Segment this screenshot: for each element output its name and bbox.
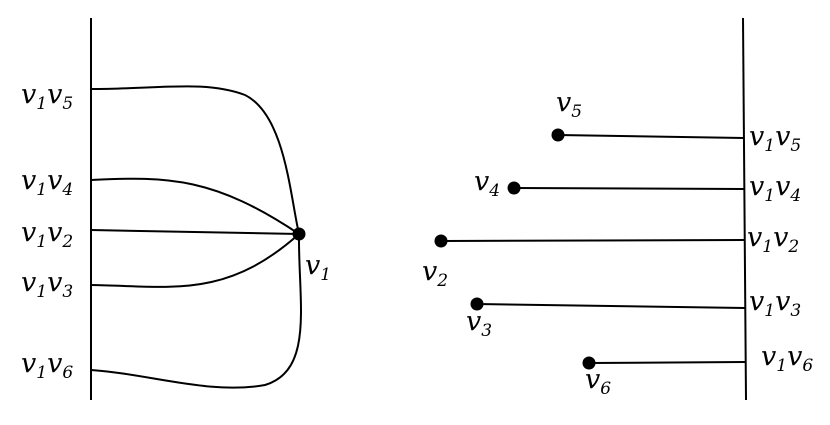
edge-v1v5-curve bbox=[90, 85, 300, 235]
edge-v1v3-curve bbox=[90, 233, 300, 288]
vertex-v2-label: v2 bbox=[422, 256, 448, 291]
left-edge-label-v1v2: v1v2 bbox=[21, 217, 73, 252]
vertex-v6-label: v6 bbox=[585, 364, 611, 399]
vertex-v1-dot bbox=[292, 227, 306, 241]
right-edge-label-v1v5: v1v5 bbox=[749, 121, 801, 156]
vertex-v2-dot bbox=[434, 234, 448, 248]
right-panel: v5 v4 v2 v3 v6 v1v5 v1v4 v1v2 v1v3 v1v6 bbox=[422, 17, 813, 401]
left-edge-label-v1v3: v1v3 bbox=[21, 267, 73, 302]
vertex-v4-dot bbox=[507, 181, 521, 195]
edge-v2-line bbox=[440, 239, 745, 242]
edge-v1v4-curve bbox=[90, 177, 300, 235]
right-edge-label-v1v2: v1v2 bbox=[747, 222, 799, 257]
vertex-v5-label: v5 bbox=[556, 87, 582, 122]
vertex-v1-label: v1 bbox=[305, 250, 331, 285]
left-edge-label-v1v6: v1v6 bbox=[21, 348, 73, 383]
vertex-v6-dot bbox=[582, 356, 596, 370]
edge-v6-line bbox=[588, 361, 746, 364]
vertex-v4-label: v4 bbox=[474, 166, 500, 201]
right-edge-label-v1v3: v1v3 bbox=[749, 286, 801, 321]
vertex-v5-dot bbox=[551, 128, 565, 142]
left-edge-label-v1v4: v1v4 bbox=[21, 165, 73, 200]
right-edge-label-v1v4: v1v4 bbox=[749, 171, 801, 206]
edge-v1v6-curve bbox=[90, 233, 302, 389]
left-edge-label-v1v5: v1v5 bbox=[21, 79, 73, 114]
edge-v1v2-line bbox=[90, 229, 300, 235]
left-panel: v1 v1v5 v1v4 v1v2 v1v3 v1v6 bbox=[21, 18, 331, 400]
vertex-v3-label: v3 bbox=[466, 306, 492, 341]
edge-v3-line bbox=[476, 303, 746, 309]
right-edge-label-v1v6: v1v6 bbox=[761, 341, 813, 376]
edge-v4-line bbox=[513, 187, 745, 190]
vertex-v3-dot bbox=[470, 297, 484, 311]
right-vertical-line bbox=[742, 17, 747, 401]
edge-v5-line bbox=[557, 134, 745, 139]
